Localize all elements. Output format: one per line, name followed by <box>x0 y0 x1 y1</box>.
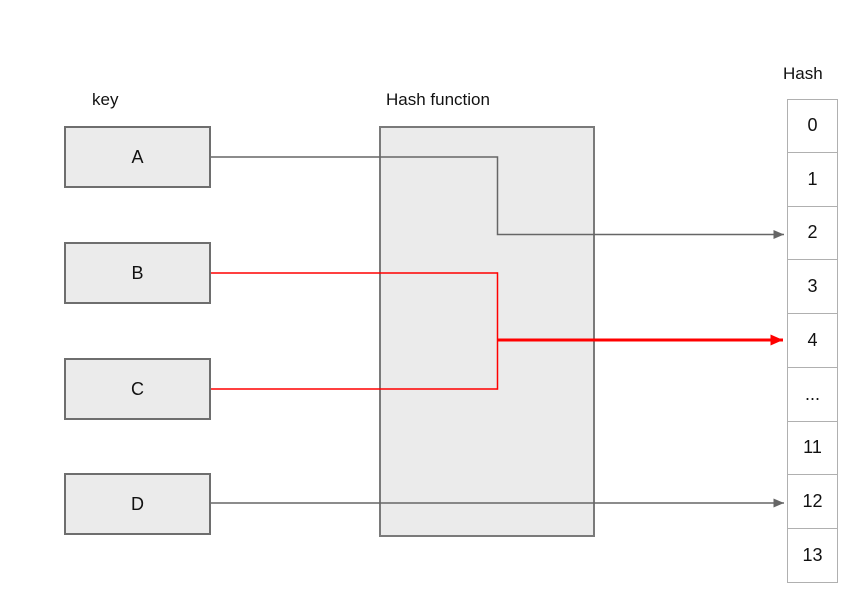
key-box-b: B <box>64 242 211 304</box>
hash-cell-11: 11 <box>787 421 838 476</box>
hash-cell-ellipsis: ... <box>787 367 838 422</box>
key-box-c: C <box>64 358 211 420</box>
key-box-b-label: B <box>131 262 144 283</box>
hash-function-label: Hash function <box>386 90 490 109</box>
key-box-d-label: D <box>131 493 144 514</box>
hash-cell-12: 12 <box>787 475 838 530</box>
key-box-d: D <box>64 473 211 535</box>
hash-cell-0: 0 <box>787 99 838 153</box>
hash-cell-4: 4 <box>787 314 838 368</box>
hash-cell-2: 2 <box>787 206 838 261</box>
hash-column-label: Hash <box>783 64 823 83</box>
key-box-a: A <box>64 126 211 188</box>
hash-cell-1: 1 <box>787 152 838 207</box>
hash-cell-3: 3 <box>787 260 838 315</box>
hash-function-box <box>379 126 595 537</box>
key-box-c-label: C <box>131 378 144 399</box>
key-box-a-label: A <box>131 146 144 167</box>
key-column-label: key <box>92 90 119 109</box>
hash-table: 0 1 2 3 4 ... 11 12 13 <box>787 99 838 583</box>
hash-cell-13: 13 <box>787 529 838 583</box>
